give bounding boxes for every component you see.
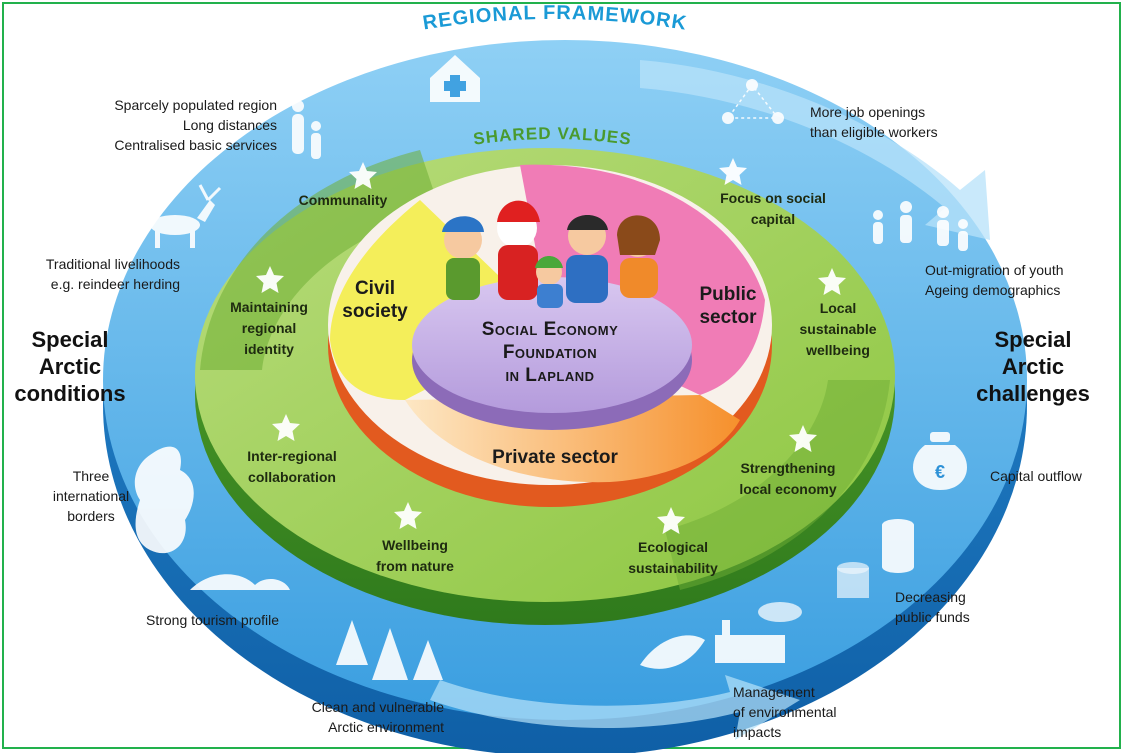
lapland-map-icon: [134, 446, 194, 554]
center-title-line1: Social Economy: [481, 319, 619, 340]
reindeer-icon: [150, 184, 222, 248]
challenge-public-funds: Decreasing public funds: [895, 589, 970, 625]
condition-borders: Three international borders: [52, 468, 130, 524]
regional-framework-title: REGIONAL FRAMEWORK: [421, 2, 688, 35]
health-house-icon: [430, 55, 480, 102]
center-title-line3: in Lapland: [505, 365, 595, 386]
value-inter-regional: Inter-regional collaboration: [247, 448, 337, 485]
star-icon: [657, 507, 685, 534]
public-sector-label: Public sector: [699, 284, 757, 328]
fells-icon: [190, 574, 290, 590]
condition-tourism: Strong tourism profile: [146, 612, 280, 628]
star-icon: [789, 425, 817, 452]
value-wellbeing-nature: Wellbeing from nature: [376, 537, 454, 574]
value-strengthening-economy: Strengthening local economy: [739, 460, 837, 497]
condition-sparse-region: Sparcely populated region Long distances…: [114, 97, 277, 153]
condition-arctic-environment: Clean and vulnerable Arctic environment: [311, 699, 444, 735]
trees-icon: [336, 620, 443, 680]
private-sector-label: Private sector: [492, 447, 618, 468]
right-heading: Special Arctic challenges: [976, 327, 1090, 406]
ring-arrow-bottom: [430, 675, 800, 740]
svg-text:€: €: [935, 462, 945, 482]
left-heading: Special Arctic conditions: [14, 327, 126, 406]
center-title-line2: Foundation: [502, 342, 598, 363]
condition-traditional-livelihoods: Traditional livelihoods e.g. reindeer he…: [45, 256, 180, 292]
challenge-environmental-impacts: Management of environmental impacts: [733, 684, 837, 740]
family-icon: [292, 100, 321, 159]
value-ecological: Ecological sustainability: [628, 539, 718, 576]
network-people-icon: [722, 79, 784, 124]
value-regional-identity: Maintaining regional identity: [230, 299, 308, 357]
coin-stack-icon: [837, 519, 914, 598]
center-disc: [412, 277, 692, 430]
star-icon: [256, 266, 284, 293]
euro-bag-icon: €: [913, 432, 967, 490]
challenge-out-migration: Out-migration of youth Ageing demographi…: [925, 262, 1064, 298]
factory-leaf-icon: [640, 602, 802, 669]
value-communality: Communality: [298, 192, 388, 208]
star-icon: [394, 502, 422, 529]
star-icon: [272, 414, 300, 441]
civil-sector-label: Civil society: [342, 278, 408, 322]
star-icon: [719, 158, 747, 185]
people-group-icon: [442, 200, 660, 308]
value-focus-social-capital: Focus on social capital: [720, 190, 826, 227]
migration-icon: [873, 201, 968, 251]
challenge-capital-outflow: Capital outflow: [990, 468, 1082, 484]
value-local-wellbeing: Local sustainable wellbeing: [799, 300, 877, 358]
star-icon: [818, 268, 846, 295]
ring-arrow-top: [640, 60, 990, 240]
star-icon: [349, 162, 377, 189]
challenge-job-openings: More job openings than eligible workers: [810, 104, 938, 140]
center-title: Social Economy Foundation in Lapland: [440, 318, 660, 387]
